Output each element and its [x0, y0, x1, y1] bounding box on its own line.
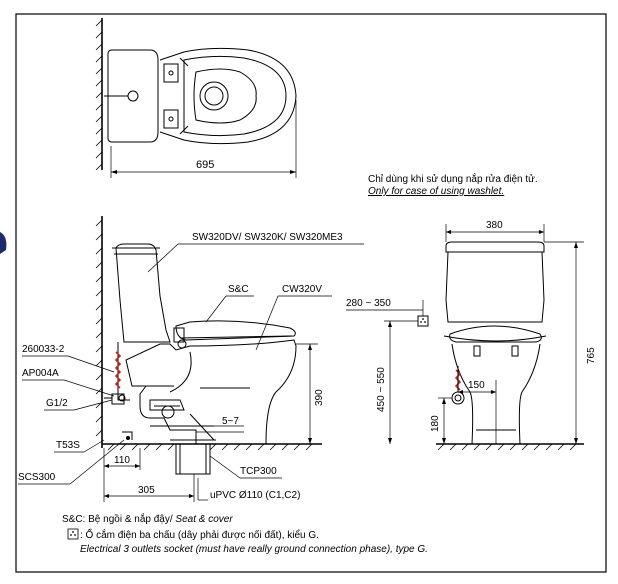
dim-380: 380 [486, 220, 503, 231]
dim-180: 180 [430, 415, 441, 432]
top-view [95, 18, 297, 178]
dim-450-550: 450 ~ 550 [376, 367, 387, 412]
legend-sc: S&C: Bệ ngồi & nắp đậy/ Seat & cover [62, 512, 233, 525]
part-ap004a-label: AP004A [22, 368, 59, 379]
front-view [346, 224, 584, 451]
part-t53s-label: T53S [56, 440, 80, 451]
washlet-note-vi: Chỉ dùng khi sử dụng nắp rửa điện tử. [368, 172, 538, 185]
part-scs300-label: SCS300 [18, 472, 56, 483]
part-260033-label: 260033-2 [22, 344, 65, 355]
dim-110: 110 [114, 455, 130, 466]
dim-150: 150 [468, 380, 485, 391]
side-view [18, 216, 364, 502]
legend-sc-en: Seat & cover [175, 514, 233, 525]
tank-model-label: SW320DV/ SW320K/ SW320ME3 [192, 232, 343, 243]
legend-socket-vi: : Ổ cắm điện ba chấu (dây phải được nối … [80, 528, 319, 541]
part-g12-label: G1/2 [46, 398, 68, 409]
washlet-note-en: Only for case of using washlet. [368, 186, 504, 197]
part-tcp300-label: TCP300 [240, 466, 277, 477]
socket-symbol-icon [67, 528, 79, 540]
top-width-dim: 695 [196, 159, 214, 171]
dim-5-7: 5~7 [222, 416, 239, 427]
part-upvc-label: uPVC Ø110 (C1,C2) [210, 490, 300, 501]
drawing-border [15, 13, 607, 573]
legend-socket-en: Electrical 3 outlets socket (must have r… [80, 544, 428, 555]
dim-765: 765 [586, 347, 597, 364]
legend-sc-vi: S&C: Bệ ngồi & nắp đậy/ [62, 512, 175, 525]
dim-305: 305 [138, 485, 155, 496]
dim-390: 390 [314, 389, 325, 406]
bowl-code-label: CW320V [282, 284, 322, 295]
dim-280-350: 280 ~ 350 [346, 298, 391, 309]
seat-code-label: S&C [228, 284, 249, 295]
edge-tab [0, 232, 7, 254]
